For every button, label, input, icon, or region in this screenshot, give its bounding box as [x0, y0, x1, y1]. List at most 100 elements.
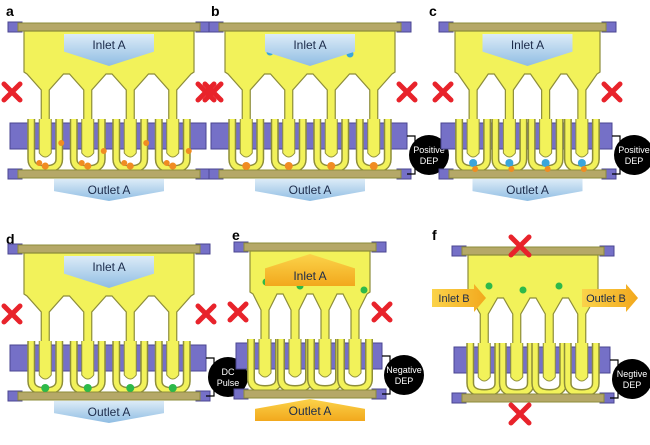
flow-label: Outlet A [506, 183, 549, 197]
top-bar [243, 242, 377, 252]
blocked-x-icon [508, 234, 532, 258]
particle-green [168, 384, 177, 392]
particle-green [126, 384, 135, 392]
bottom-bar [448, 169, 607, 179]
dep-label-line1: Positive [618, 145, 650, 155]
bottom-bar [218, 169, 402, 179]
trap-inner [542, 343, 556, 382]
particle-green [555, 282, 563, 290]
particle-orange [185, 148, 192, 154]
side-outlet-arrow [582, 284, 638, 312]
bottom-bar [243, 389, 377, 399]
particle-green [83, 384, 92, 392]
trap-channel [565, 343, 599, 396]
panel-label: e [232, 227, 240, 243]
particle-orange [544, 166, 551, 172]
particle-orange [284, 162, 293, 170]
particle-green [519, 286, 527, 294]
particle-blue [505, 159, 514, 167]
flow-arrow [472, 179, 583, 201]
blocked-x-icon [202, 81, 224, 103]
trap-inner [123, 341, 137, 380]
top-bar [17, 244, 201, 254]
flow-label: Outlet A [88, 183, 131, 197]
particle-orange [143, 140, 150, 146]
trap-inner [324, 119, 338, 158]
blocked-x-icon [601, 81, 623, 103]
dep-source [614, 135, 650, 175]
blocked-x-icon [195, 81, 217, 103]
trap-inner [38, 119, 52, 158]
particle-blue [541, 159, 550, 167]
particle-blue [469, 159, 478, 167]
particle-orange [242, 162, 251, 170]
side-inlet-arrow [432, 284, 486, 312]
particle-green [41, 384, 50, 392]
particle-orange [580, 166, 587, 172]
trap-inner [348, 339, 362, 378]
dep-source [384, 355, 424, 395]
top-bar [218, 22, 402, 32]
dep-label-line1: Negative [386, 365, 422, 375]
panel-label: c [429, 3, 437, 19]
trap-inner [477, 343, 491, 382]
particle-green [485, 282, 493, 290]
trap-channel [467, 343, 501, 396]
dep-label-line2: Pulse [217, 378, 240, 388]
flow-arrow [265, 34, 355, 66]
flow-label: Inlet A [92, 38, 125, 52]
flow-label: Inlet A [511, 38, 544, 52]
top-bar [448, 22, 607, 32]
dep-label-line1: Positive [413, 145, 445, 155]
particle-orange [327, 162, 336, 170]
flow-arrow [255, 179, 365, 201]
flow-arrow [482, 34, 573, 66]
flow-arrow [54, 401, 164, 423]
panel-label: a [6, 3, 14, 19]
flow-label: Outlet A [88, 405, 131, 419]
particle-orange [369, 162, 378, 170]
particle-blue [577, 159, 586, 167]
flow-label: Outlet A [289, 183, 332, 197]
particle-orange [78, 160, 85, 166]
trap-inner [539, 119, 553, 158]
particle-orange [163, 160, 170, 166]
blocked-x-icon [1, 303, 23, 325]
trap-inner [123, 119, 137, 158]
blocked-x-icon [396, 81, 418, 103]
dep-source [612, 359, 650, 399]
particle-orange [169, 162, 177, 170]
dep-label-line2: DEP [623, 380, 642, 390]
flow-arrow [64, 256, 154, 288]
particle-green [360, 286, 368, 294]
trap-channel [532, 343, 566, 396]
panel-label: f [432, 227, 437, 243]
trap-inner [367, 119, 381, 158]
trap-inner [81, 341, 95, 380]
bottom-bar [461, 393, 605, 403]
dep-label-line2: DEP [395, 376, 414, 386]
dep-label-line2: DEP [625, 156, 644, 166]
trap-inner [575, 119, 589, 158]
dep-label-line1: DC [222, 367, 235, 377]
bottom-bar [17, 169, 201, 179]
flow-label: Outlet A [289, 404, 332, 418]
trap-inner [166, 119, 180, 158]
blocked-x-icon [227, 301, 249, 323]
chamber [467, 254, 599, 349]
trap-inner [502, 119, 516, 158]
particle-orange [36, 160, 43, 166]
trap-inner [81, 119, 95, 158]
top-bar [17, 22, 201, 32]
side-inlet-label: Inlet B [438, 293, 469, 305]
trap-inner [282, 119, 296, 158]
blocked-x-icon [371, 301, 393, 323]
particle-orange [41, 162, 49, 170]
flow-arrow [255, 399, 365, 421]
particle-orange [121, 160, 128, 166]
blocked-x-icon [195, 303, 217, 325]
trap-channel [338, 339, 372, 392]
